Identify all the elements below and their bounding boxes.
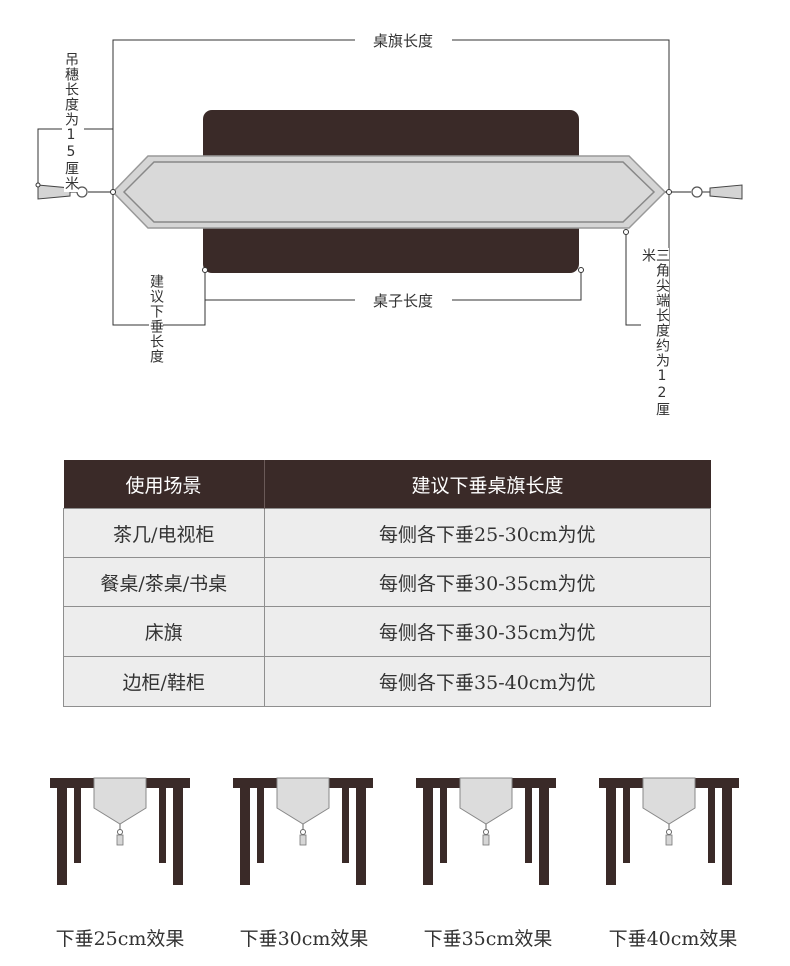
effect-table-30	[232, 777, 374, 886]
table-row: 茶几/电视柜 每侧各下垂25-30cm为优	[63, 508, 711, 558]
effect-caption-40: 下垂40cm效果	[608, 928, 738, 950]
left-tassel	[37, 184, 113, 200]
scene-cell: 边柜/鞋柜	[63, 656, 265, 707]
effect-table-40	[598, 777, 740, 886]
flag-length-label: 桌旗长度	[373, 32, 433, 50]
table-runner-inner	[122, 161, 656, 223]
scene-cell: 床旗	[63, 606, 265, 657]
table-row: 餐桌/茶桌/书桌 每侧各下垂30-35cm为优	[63, 557, 711, 607]
scene-cell: 餐桌/茶桌/书桌	[63, 557, 265, 607]
drop-cell: 每侧各下垂30-35cm为优	[263, 557, 711, 607]
scene-cell: 茶几/电视柜	[63, 508, 265, 558]
table-runner-diagram: 桌旗长度 桌子长度	[35, 32, 743, 326]
table-row: 边柜/鞋柜 每侧各下垂35-40cm为优	[63, 656, 711, 707]
effect-table-25	[49, 777, 191, 886]
right-tassel	[665, 184, 743, 200]
table-row: 床旗 每侧各下垂30-35cm为优	[63, 606, 711, 657]
effect-caption-30: 下垂30cm效果	[239, 928, 369, 950]
drop-cell: 每侧各下垂25-30cm为优	[263, 508, 711, 558]
effect-caption-25: 下垂25cm效果	[55, 928, 185, 950]
header-drop-length: 建议下垂桌旗长度	[263, 460, 711, 509]
tassel-length-dimension	[37, 128, 113, 185]
effect-illustrations	[49, 777, 740, 886]
drop-cell: 每侧各下垂35-40cm为优	[263, 656, 711, 707]
drop-length-label: 建议下垂长度	[148, 274, 164, 386]
effect-caption-35: 下垂35cm效果	[423, 928, 553, 950]
effect-table-35	[415, 777, 557, 886]
tassel-length-label: 吊穗长度为15厘米	[63, 52, 79, 192]
table-header-row: 使用场景 建议下垂桌旗长度	[63, 460, 711, 509]
tip-length-label: 三角尖端长度约为12厘米	[640, 248, 670, 428]
drop-cell: 每侧各下垂30-35cm为优	[263, 606, 711, 657]
table-length-label: 桌子长度	[373, 292, 433, 310]
flag-length-dimension	[112, 39, 670, 192]
usage-table: 使用场景 建议下垂桌旗长度 茶几/电视柜 每侧各下垂25-30cm为优 餐桌/茶…	[63, 460, 711, 707]
header-scene: 使用场景	[63, 460, 264, 509]
